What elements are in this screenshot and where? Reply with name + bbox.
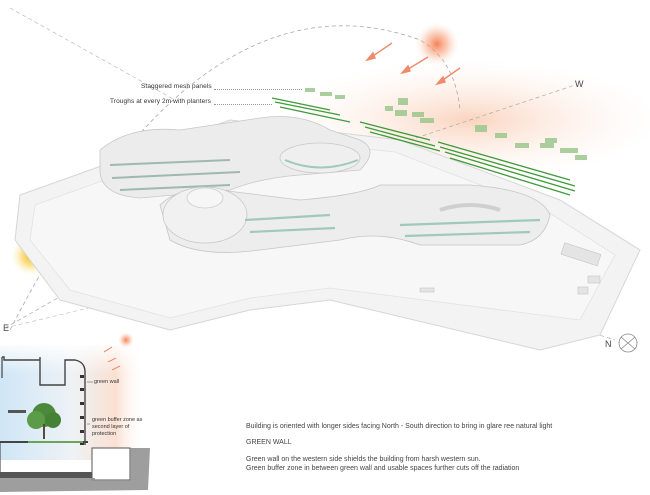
- building-north-wing: [99, 116, 371, 199]
- north-arrow-icon: [618, 333, 638, 353]
- green-wall-label: green wall: [94, 379, 120, 385]
- north-label: N: [605, 339, 612, 349]
- staggered-mesh-panels: [305, 88, 587, 160]
- section-drawing: [0, 332, 150, 492]
- sun-ray-arrows: [365, 42, 461, 86]
- ancillary-structures: [419, 242, 602, 295]
- building-south-wing: [159, 184, 551, 253]
- troughs-leader: [214, 104, 272, 105]
- buffer-zone-label: green buffer zone as second layer of pro…: [92, 417, 143, 437]
- west-label: W: [575, 79, 584, 89]
- western-sun-icon: [415, 22, 459, 66]
- mesh-panels-label: Staggered mesh panels: [141, 83, 212, 90]
- troughs-label: Troughs at every 2m with planters: [110, 98, 211, 105]
- mesh-panels-leader: [214, 89, 302, 90]
- green-wall-troughs: [271, 97, 576, 196]
- orientation-note: Building is oriented with longer sides f…: [246, 423, 553, 430]
- east-label: E: [3, 323, 10, 333]
- green-wall-note-2: Green buffer zone in between green wall …: [246, 465, 520, 472]
- green-wall-note-1: Green wall on the western side shields t…: [246, 456, 481, 463]
- green-wall-heading: GREEN WALL: [246, 439, 292, 446]
